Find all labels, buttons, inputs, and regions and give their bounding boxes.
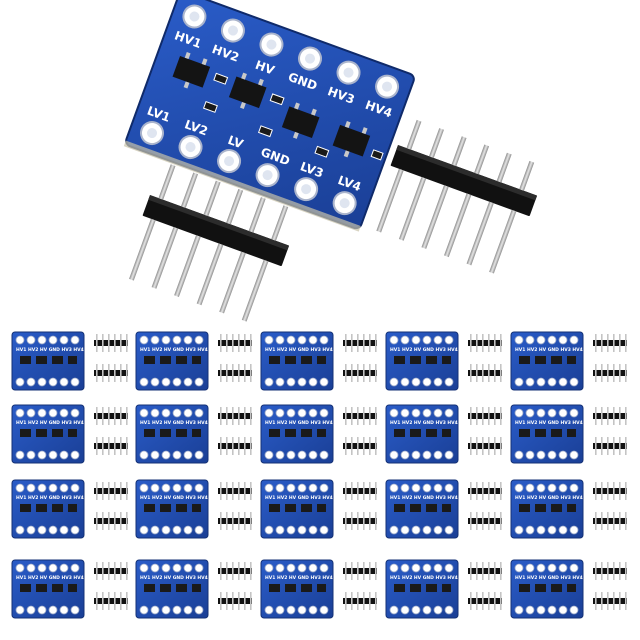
- label-lv: LV: [226, 133, 246, 152]
- module-grid: [11, 331, 628, 619]
- main-board: HV1 HV2 HV GND HV3 HV4 LV1: [123, 0, 415, 232]
- small-module: [260, 404, 378, 464]
- small-module: [11, 479, 129, 539]
- small-module: [11, 331, 129, 391]
- small-module: [510, 559, 628, 619]
- small-module: [135, 479, 253, 539]
- small-module: [135, 404, 253, 464]
- small-module: [260, 331, 378, 391]
- small-module: [385, 479, 503, 539]
- mosfet-chips: [172, 52, 384, 161]
- small-module: [135, 559, 253, 619]
- small-module: [510, 479, 628, 539]
- small-module: [11, 559, 129, 619]
- small-module: [11, 404, 129, 464]
- small-module: [260, 479, 378, 539]
- label-hv: HV: [253, 58, 277, 78]
- small-module: [510, 331, 628, 391]
- pin-header-left: [129, 164, 290, 322]
- small-module: [260, 559, 378, 619]
- pin-header-right: [376, 119, 538, 274]
- small-module: [385, 331, 503, 391]
- small-module: [510, 404, 628, 464]
- small-module: [385, 404, 503, 464]
- small-module: [135, 331, 253, 391]
- small-module: [385, 559, 503, 619]
